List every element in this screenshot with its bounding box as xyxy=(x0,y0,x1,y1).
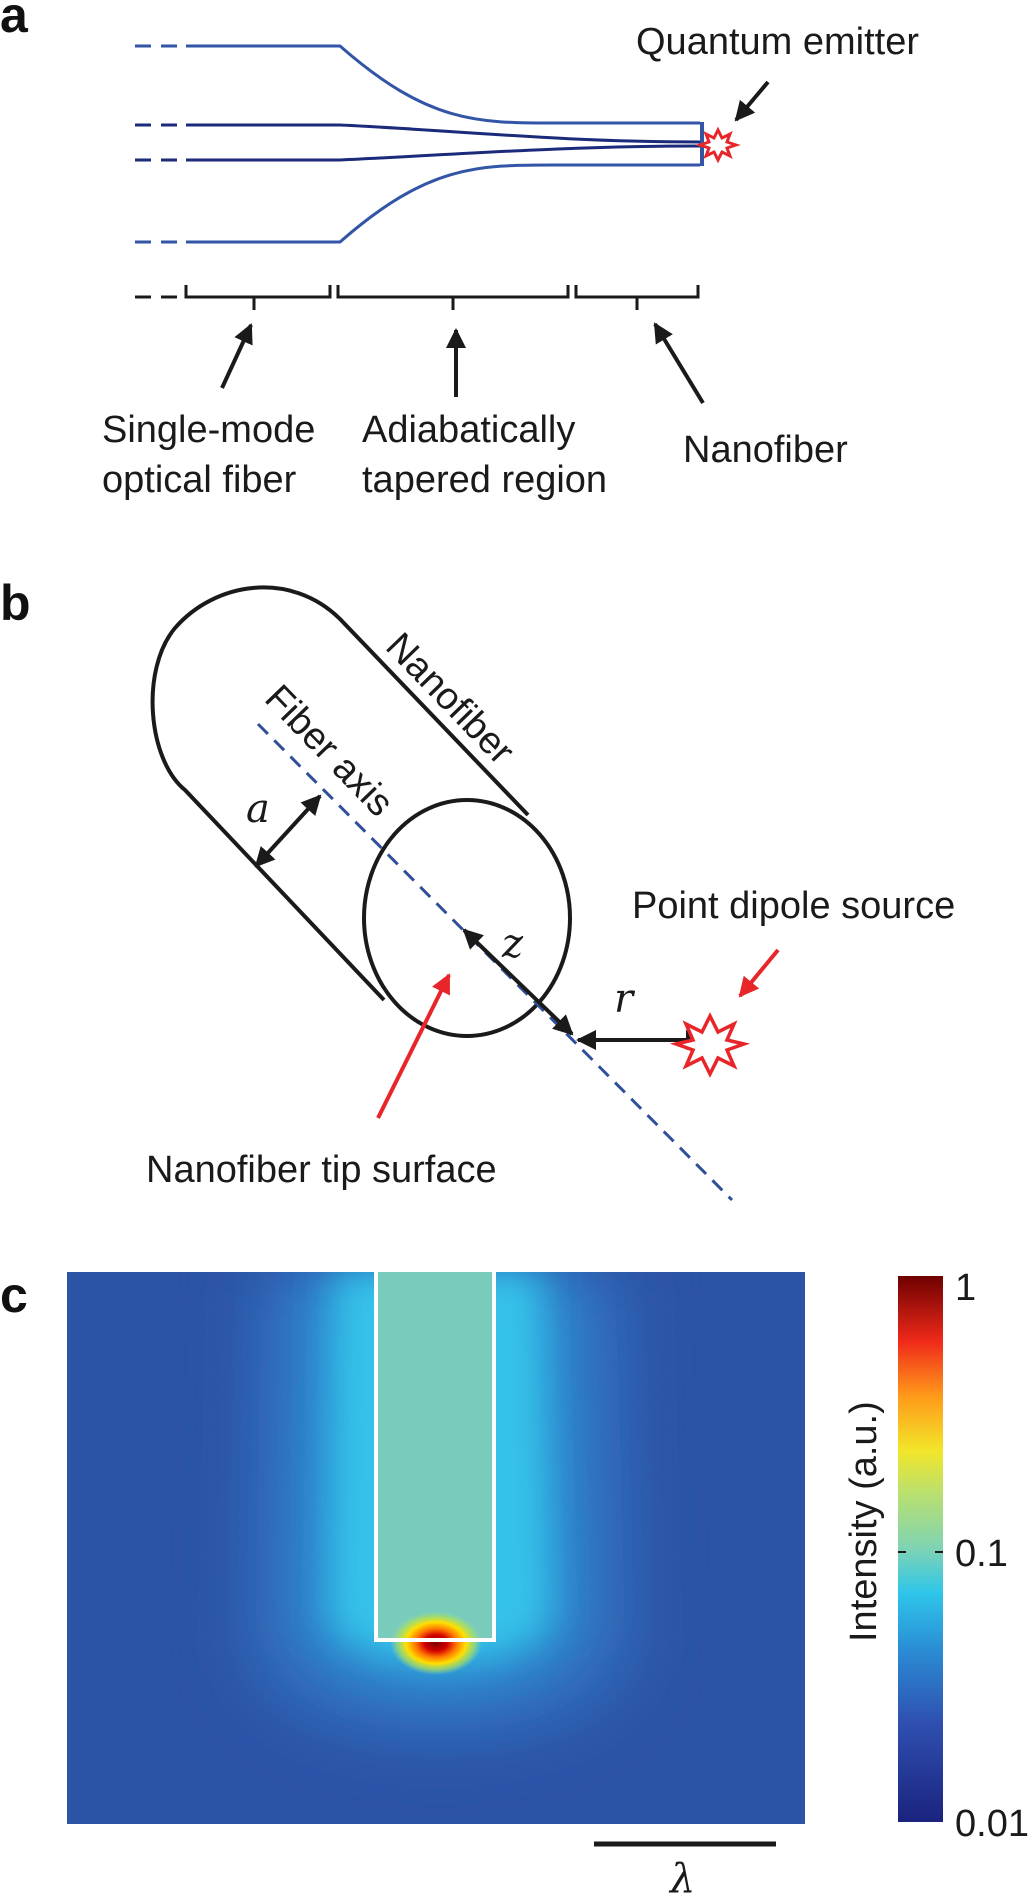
colorbar xyxy=(898,1276,943,1822)
tip-surface-arrow xyxy=(376,973,451,1119)
point-dipole-label: Point dipole source xyxy=(632,885,955,927)
radius-a-label: a xyxy=(246,786,270,832)
fiber-core-top xyxy=(186,123,701,144)
quantum-emitter-label: Quantum emitter xyxy=(636,21,919,63)
radius-a-arrow xyxy=(254,794,322,868)
nanofiber-cylinder xyxy=(150,585,530,1002)
single-mode-arrow xyxy=(220,323,253,389)
tapered-label-2: tapered region xyxy=(362,459,607,501)
scale-bar-label: λ xyxy=(668,1856,695,1897)
colorbar-tick-min: 0.01 xyxy=(955,1803,1029,1845)
point-dipole-star xyxy=(669,1012,751,1078)
z-distance-arrow xyxy=(462,928,574,1036)
panel-c-label: c xyxy=(0,1267,28,1323)
nanofiber-label-b: Nanofiber xyxy=(378,625,523,773)
panel-a-label: a xyxy=(0,0,29,43)
r-label: r xyxy=(614,976,636,1022)
point-dipole-arrow xyxy=(738,948,780,998)
single-mode-label-2: optical fiber xyxy=(102,459,297,501)
fiber-outline-c xyxy=(374,1272,496,1642)
quantum-emitter-arrow xyxy=(734,80,770,122)
fiber-cladding-bottom xyxy=(186,163,700,244)
colorbar-tick-max: 1 xyxy=(955,1267,976,1309)
fiber-dashes xyxy=(135,44,186,244)
tapered-label-1: Adiabatically xyxy=(362,409,575,451)
panel-c: c λ 1 0.1 0.01 Intensity (a.u.) xyxy=(0,1267,1029,1897)
quantum-emitter-star xyxy=(695,126,741,164)
intensity-map xyxy=(67,1272,805,1824)
panel-b: b Nanofiber Fiber axis a z r Point dipol… xyxy=(0,575,955,1202)
panel-a: a Quantum emitter xyxy=(0,0,919,501)
fiber-axis-label: Fiber axis xyxy=(257,677,402,825)
panel-b-label: b xyxy=(0,575,31,631)
colorbar-label: Intensity (a.u.) xyxy=(843,1401,885,1642)
fiber-core-bottom xyxy=(186,144,701,162)
section-brackets xyxy=(135,285,700,310)
single-mode-label-1: Single-mode xyxy=(102,409,315,451)
colorbar-tick-mid: 0.1 xyxy=(955,1533,1008,1575)
tip-surface-label: Nanofiber tip surface xyxy=(146,1149,497,1191)
fiber-cladding-top xyxy=(186,44,700,125)
nanofiber-arrow-a xyxy=(653,322,705,405)
nanofiber-label-a: Nanofiber xyxy=(683,429,848,471)
z-label: z xyxy=(501,921,524,967)
